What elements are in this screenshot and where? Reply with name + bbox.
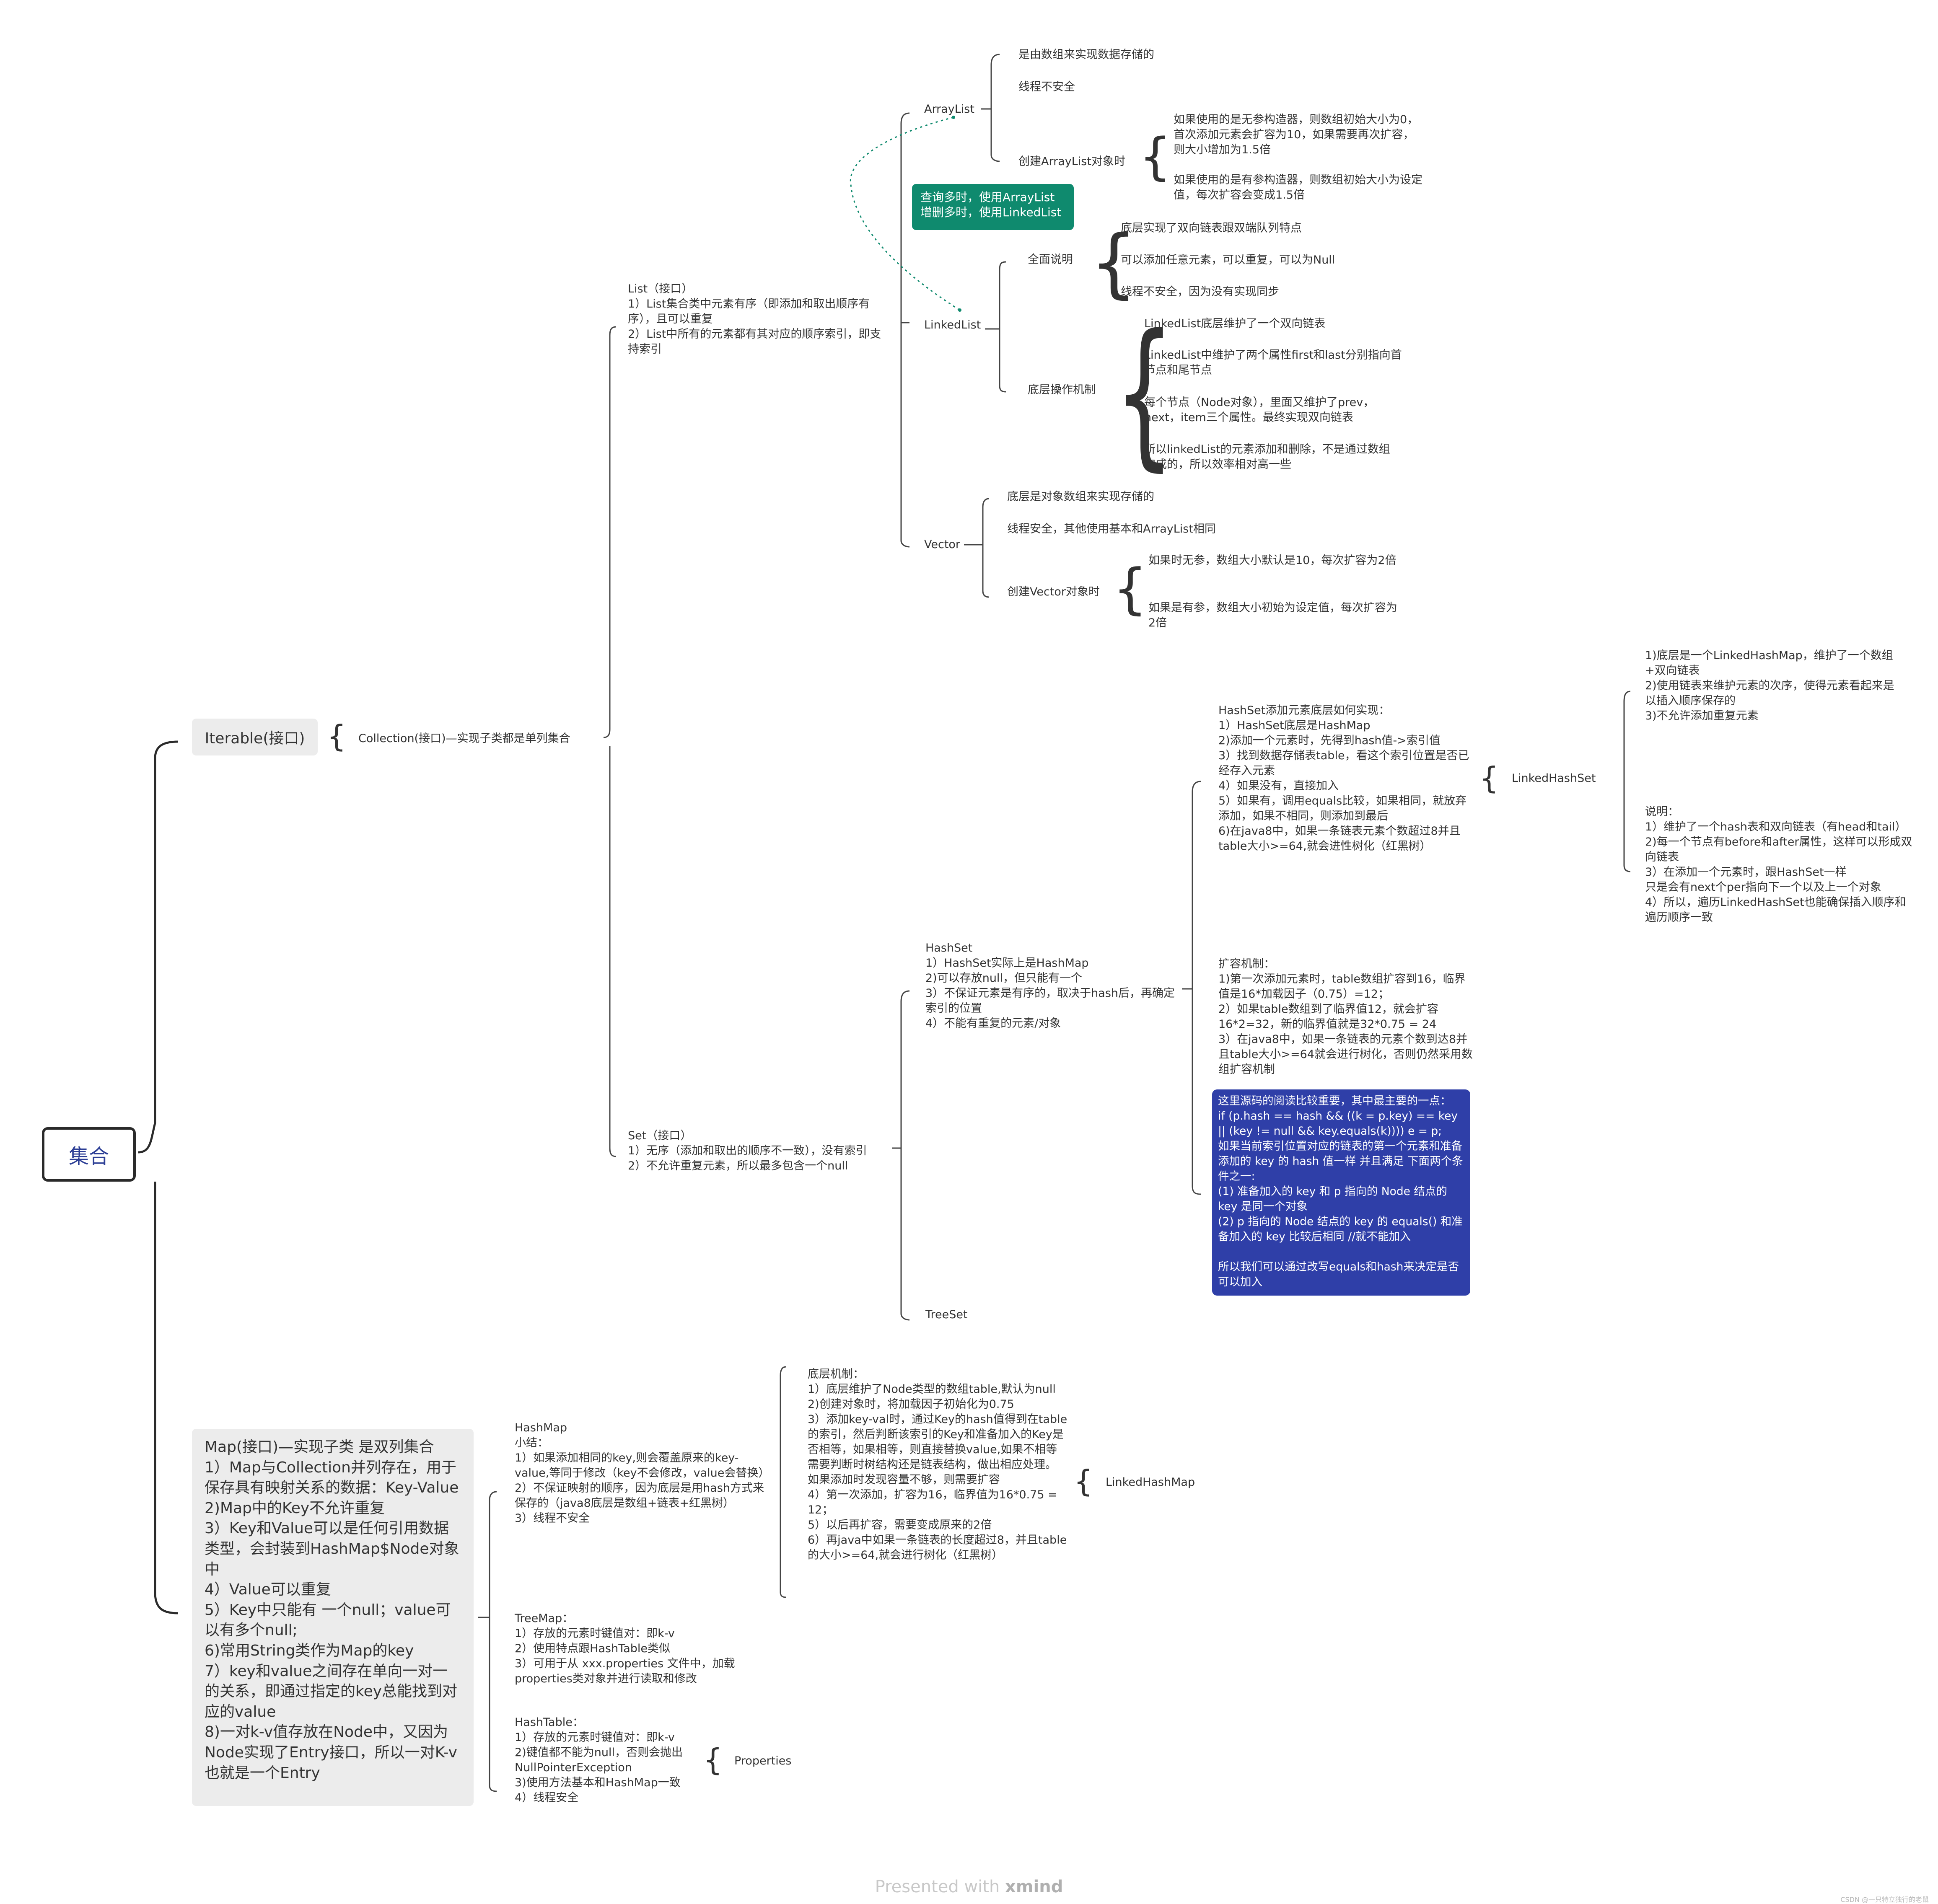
hashset-add-node[interactable]: HashSet添加元素底层如何实现： 1）HashSet底层是HashMap 2… [1218,704,1469,853]
linkedlist-overview-unsafe[interactable]: 线程不安全，因为没有实现同步 [1121,285,1279,298]
iterable-node[interactable]: Iterable(接口) [192,719,318,755]
root-node-collection[interactable]: 集合 [42,1127,136,1182]
footer-prefix: Presented with [875,1877,1005,1896]
hashset-node[interactable]: HashSet 1）HashSet实际上是HashMap 2)可以存放null，… [925,942,1175,1030]
linkedhashset-features[interactable]: 1)底层是一个LinkedHashMap，维护了一个数组+双向链表 2)使用链表… [1645,649,1894,722]
linkedlist-node[interactable]: LinkedList [924,318,981,331]
collection-node[interactable]: Collection(接口)—实现子类都是单列集合 [358,732,570,745]
brace-icon: { [1090,219,1138,307]
vector-create-noarg[interactable]: 如果时无参，数组大小默认是10，每次扩容为2倍 [1148,554,1396,567]
footer-presented-with: Presented with xmind [0,1877,1938,1896]
treeset-node[interactable]: TreeSet [925,1308,968,1321]
linkedlist-overview-deque[interactable]: 底层实现了双向链表跟双端队列特点 [1121,222,1302,235]
hashmap-mechanism-node[interactable]: 底层机制： 1）底层维护了Node类型的数组table,默认为null 2)创建… [808,1368,1067,1562]
linkedlist-overview-node[interactable]: 全面说明 [1028,253,1073,266]
map-node[interactable]: Map(接口)—实现子类 是双列集合 1）Map与Collection并列存在，… [192,1429,474,1806]
xmind-logo: xmind [1005,1877,1063,1896]
brace-icon: { [1479,761,1499,796]
vector-item-safe[interactable]: 线程安全，其他使用基本和ArrayList相同 [1007,523,1216,536]
list-node[interactable]: List（接口） 1）List集合类中元素有序（即添加和取出顺序有序），且可以重… [628,282,881,356]
hashtable-node[interactable]: HashTable： 1）存放的元素时键值对：即k-v 2)键值都不能为null… [515,1716,683,1804]
brace-icon: { [1114,300,1175,486]
linkedlist-mechanism-node[interactable]: 底层操作机制 [1028,383,1096,396]
brace-icon: { [1113,557,1148,621]
arraylist-node[interactable]: ArrayList [924,103,974,116]
properties-node[interactable]: Properties [734,1754,792,1767]
vector-node[interactable]: Vector [924,538,961,551]
note-source-code[interactable]: 这里源码的阅读比较重要，其中最主要的一点： if (p.hash == hash… [1212,1089,1470,1296]
set-node[interactable]: Set（接口） 1）无序（添加和取出的顺序不一致），没有索引 2）不允许重复元素… [628,1129,867,1172]
linkedhashmap-node[interactable]: LinkedHashMap [1106,1476,1195,1489]
arraylist-item-array[interactable]: 是由数组来实现数据存储的 [1018,48,1154,61]
linkedlist-overview-any[interactable]: 可以添加任意元素，可以重复，可以为Null [1121,254,1335,266]
treemap-node[interactable]: TreeMap： 1）存放的元素时键值对：即k-v 2）使用特点跟HashTab… [515,1612,735,1685]
brace-icon: { [703,1742,723,1777]
vector-create-arg[interactable]: 如果是有参，数组大小初始为设定值，每次扩容为2倍 [1148,601,1397,629]
watermark-credit: CSDN @一只特立独行的老鼠 [1840,1896,1929,1904]
arraylist-create-node[interactable]: 创建ArrayList对象时 [1018,155,1125,168]
linkedlist-mech-firstlast[interactable]: LinkedList中维护了两个属性first和last分别指向首节点和尾节点 [1144,349,1402,377]
brace-icon: { [1074,1464,1093,1499]
arraylist-create-arg[interactable]: 如果使用的是有参构造器，则数组初始大小为设定值，每次扩容会变成1.5倍 [1174,173,1422,202]
linkedhashset-node[interactable]: LinkedHashSet [1512,772,1596,785]
vector-item-array[interactable]: 底层是对象数组来实现存储的 [1007,490,1154,503]
hashset-resize-node[interactable]: 扩容机制： 1)第一次添加元素时，table数组扩容到16，临界值是16*加载因… [1218,957,1473,1076]
brace-icon: { [327,719,346,754]
linkedlist-mech-node[interactable]: 每个节点（Node对象），里面又维护了prev，next，item三个属性。最终… [1144,396,1375,424]
vector-create-node[interactable]: 创建Vector对象时 [1007,585,1100,598]
hashmap-node[interactable]: HashMap 小结： 1）如果添加相同的key,则会覆盖原来的key-valu… [515,1421,770,1525]
note-arraylist-vs-linkedlist[interactable]: 查询多时，使用ArrayList 增删多时，使用LinkedList [912,184,1074,230]
linkedlist-mech-efficiency[interactable]: 所以linkedList的元素添加和删除，不是通过数组完成的，所以效率相对高一些 [1144,443,1390,471]
arraylist-create-noarg[interactable]: 如果使用的是无参构造器，则数组初始大小为0，首次添加元素会扩容为10，如果需要再… [1174,113,1419,156]
brace-icon: { [1139,128,1171,186]
linkedlist-mech-doubly[interactable]: LinkedList底层维护了一个双向链表 [1144,317,1326,330]
arraylist-item-unsafe[interactable]: 线程不安全 [1018,80,1075,93]
linkedhashset-explanation[interactable]: 说明： 1）维护了一个hash表和双向链表（有head和tail） 2)每一个节… [1645,805,1912,924]
